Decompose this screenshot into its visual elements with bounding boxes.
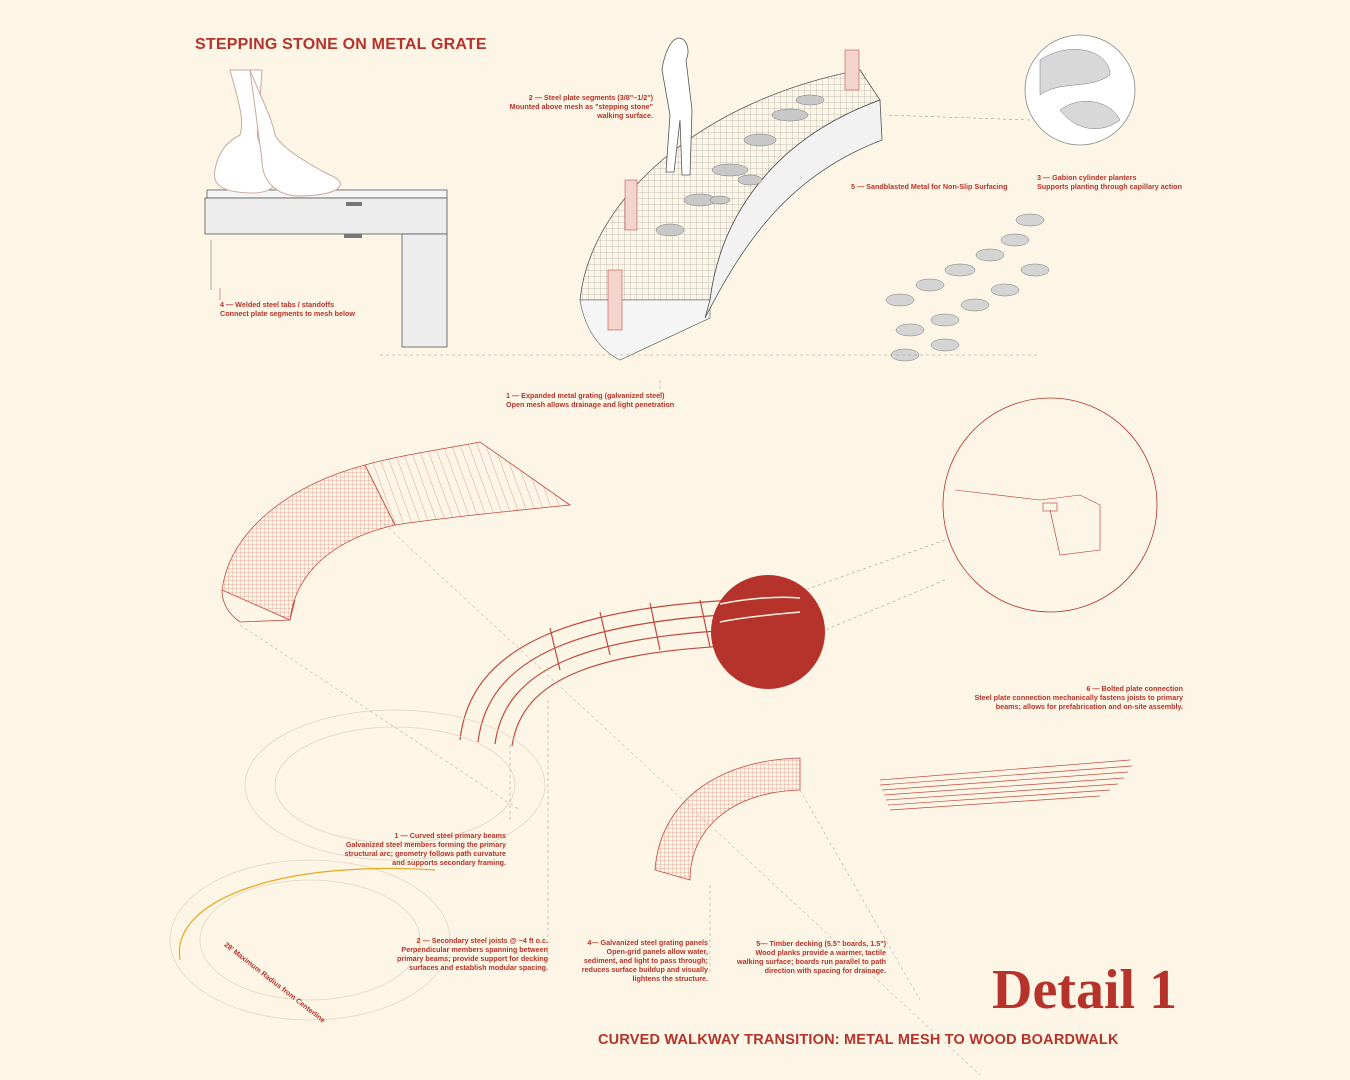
radius-circles	[169, 709, 546, 1021]
detail-circle-top	[884, 34, 1136, 146]
page-title: STEPPING STONE ON METAL GRATE	[195, 36, 487, 53]
stepping-stone-plan	[885, 213, 1050, 362]
note-timber-decking: 5— Timber decking (5.5" boards, 1.5")Woo…	[737, 939, 886, 975]
detail-circle-bolted	[804, 397, 1158, 631]
radius-arc	[178, 867, 436, 961]
note-secondary-joists: 2 — Secondary steel joists @ ~4 ft o.c.P…	[397, 936, 548, 972]
detail-subtitle: CURVED WALKWAY TRANSITION: METAL MESH TO…	[598, 1032, 1119, 1048]
note-steel-plate: 2 — Steel plate segments (3/8"–1/2")Moun…	[509, 93, 653, 120]
grating-panel-drawing	[654, 757, 801, 881]
note-sandblasted: 5 — Sandblasted Metal for Non-Slip Surfa…	[851, 182, 1008, 191]
curved-walkway-mesh-view	[579, 37, 883, 361]
section-detail	[204, 69, 448, 348]
detail-number: Detail 1	[992, 959, 1178, 1021]
note-expanded-grating: 1 — Expanded metal grating (galvanized s…	[506, 391, 675, 409]
walkway-mesh-to-wood	[221, 441, 572, 623]
timber-decking-drawing	[879, 759, 1133, 811]
connection-highlight-dot	[711, 575, 825, 689]
